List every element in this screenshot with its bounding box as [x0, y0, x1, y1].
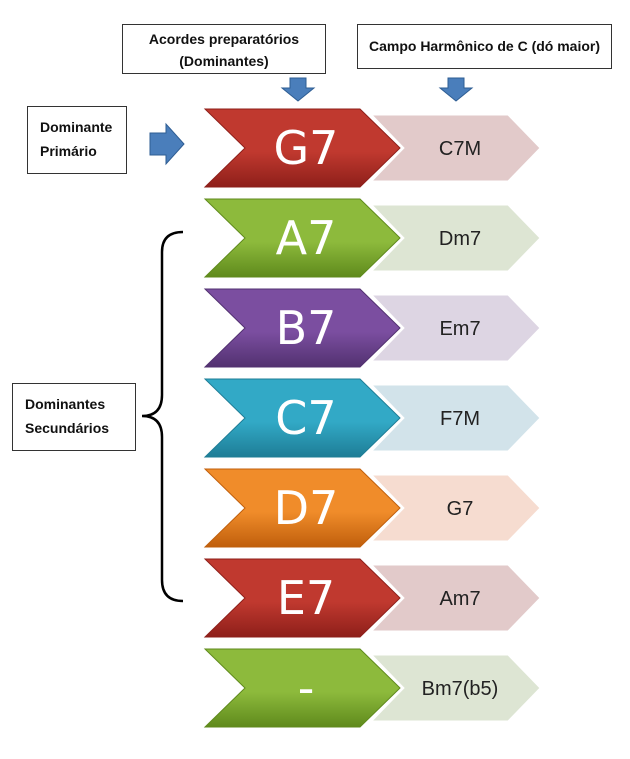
- dominant-chord-chevron: [203, 558, 401, 638]
- preparatory-chords-header: Acordes preparatórios (Dominantes): [122, 24, 326, 74]
- primary-line-2: Primário: [40, 143, 97, 159]
- dominant-chord-label: E7: [277, 571, 335, 625]
- dominant-chord-label: -: [298, 661, 315, 715]
- target-chord-chevron: [370, 564, 541, 632]
- target-chord-label: C7M: [439, 138, 481, 160]
- harmonic-field-label: Campo Harmônico de C (dó maior): [368, 38, 601, 54]
- dominant-chord-label: C7: [275, 391, 336, 445]
- dominant-chord-chevron: [203, 288, 401, 368]
- target-chord-chevron: [370, 654, 541, 722]
- dominant-chord-label: G7: [274, 121, 339, 175]
- target-chord-label: Dm7: [439, 228, 481, 250]
- secondary-line-1: Dominantes: [25, 396, 106, 412]
- dominant-chord-label: A7: [276, 211, 337, 265]
- secondary-dominants-label: Dominantes Secundários: [12, 383, 136, 451]
- secondary-line-2: Secundários: [25, 420, 110, 436]
- dominant-chord-chevron: [203, 108, 401, 188]
- dominant-chord-chevron: [203, 468, 401, 548]
- right-arrow-icon: [149, 122, 185, 166]
- target-chord-label: Em7: [439, 318, 480, 340]
- target-chord-chevron: [370, 474, 541, 542]
- down-arrow-icon: [280, 77, 316, 102]
- preparatory-line-1: Acordes preparatórios: [148, 31, 300, 47]
- target-chord-chevron: [370, 114, 541, 182]
- dominant-chord-label: B7: [276, 301, 337, 355]
- down-arrow-icon: [438, 77, 474, 102]
- target-chord-label: G7: [447, 498, 474, 520]
- dominant-chord-label: D7: [274, 481, 339, 535]
- dominant-chord-chevron: [203, 198, 401, 278]
- primary-dominant-label: Dominante Primário: [27, 106, 127, 174]
- harmonic-field-header: Campo Harmônico de C (dó maior): [357, 24, 612, 69]
- target-chord-label: F7M: [440, 408, 480, 430]
- preparatory-line-2: (Dominantes): [179, 53, 269, 69]
- curly-brace: [141, 230, 184, 603]
- target-chord-chevron: [370, 294, 541, 362]
- primary-line-1: Dominante: [40, 119, 113, 135]
- target-chord-label: Am7: [439, 588, 480, 610]
- dominant-chord-chevron: [203, 648, 401, 728]
- target-chord-chevron: [370, 384, 541, 452]
- dominant-chord-chevron: [203, 378, 401, 458]
- target-chord-chevron: [370, 204, 541, 272]
- target-chord-label: Bm7(b5): [422, 678, 499, 700]
